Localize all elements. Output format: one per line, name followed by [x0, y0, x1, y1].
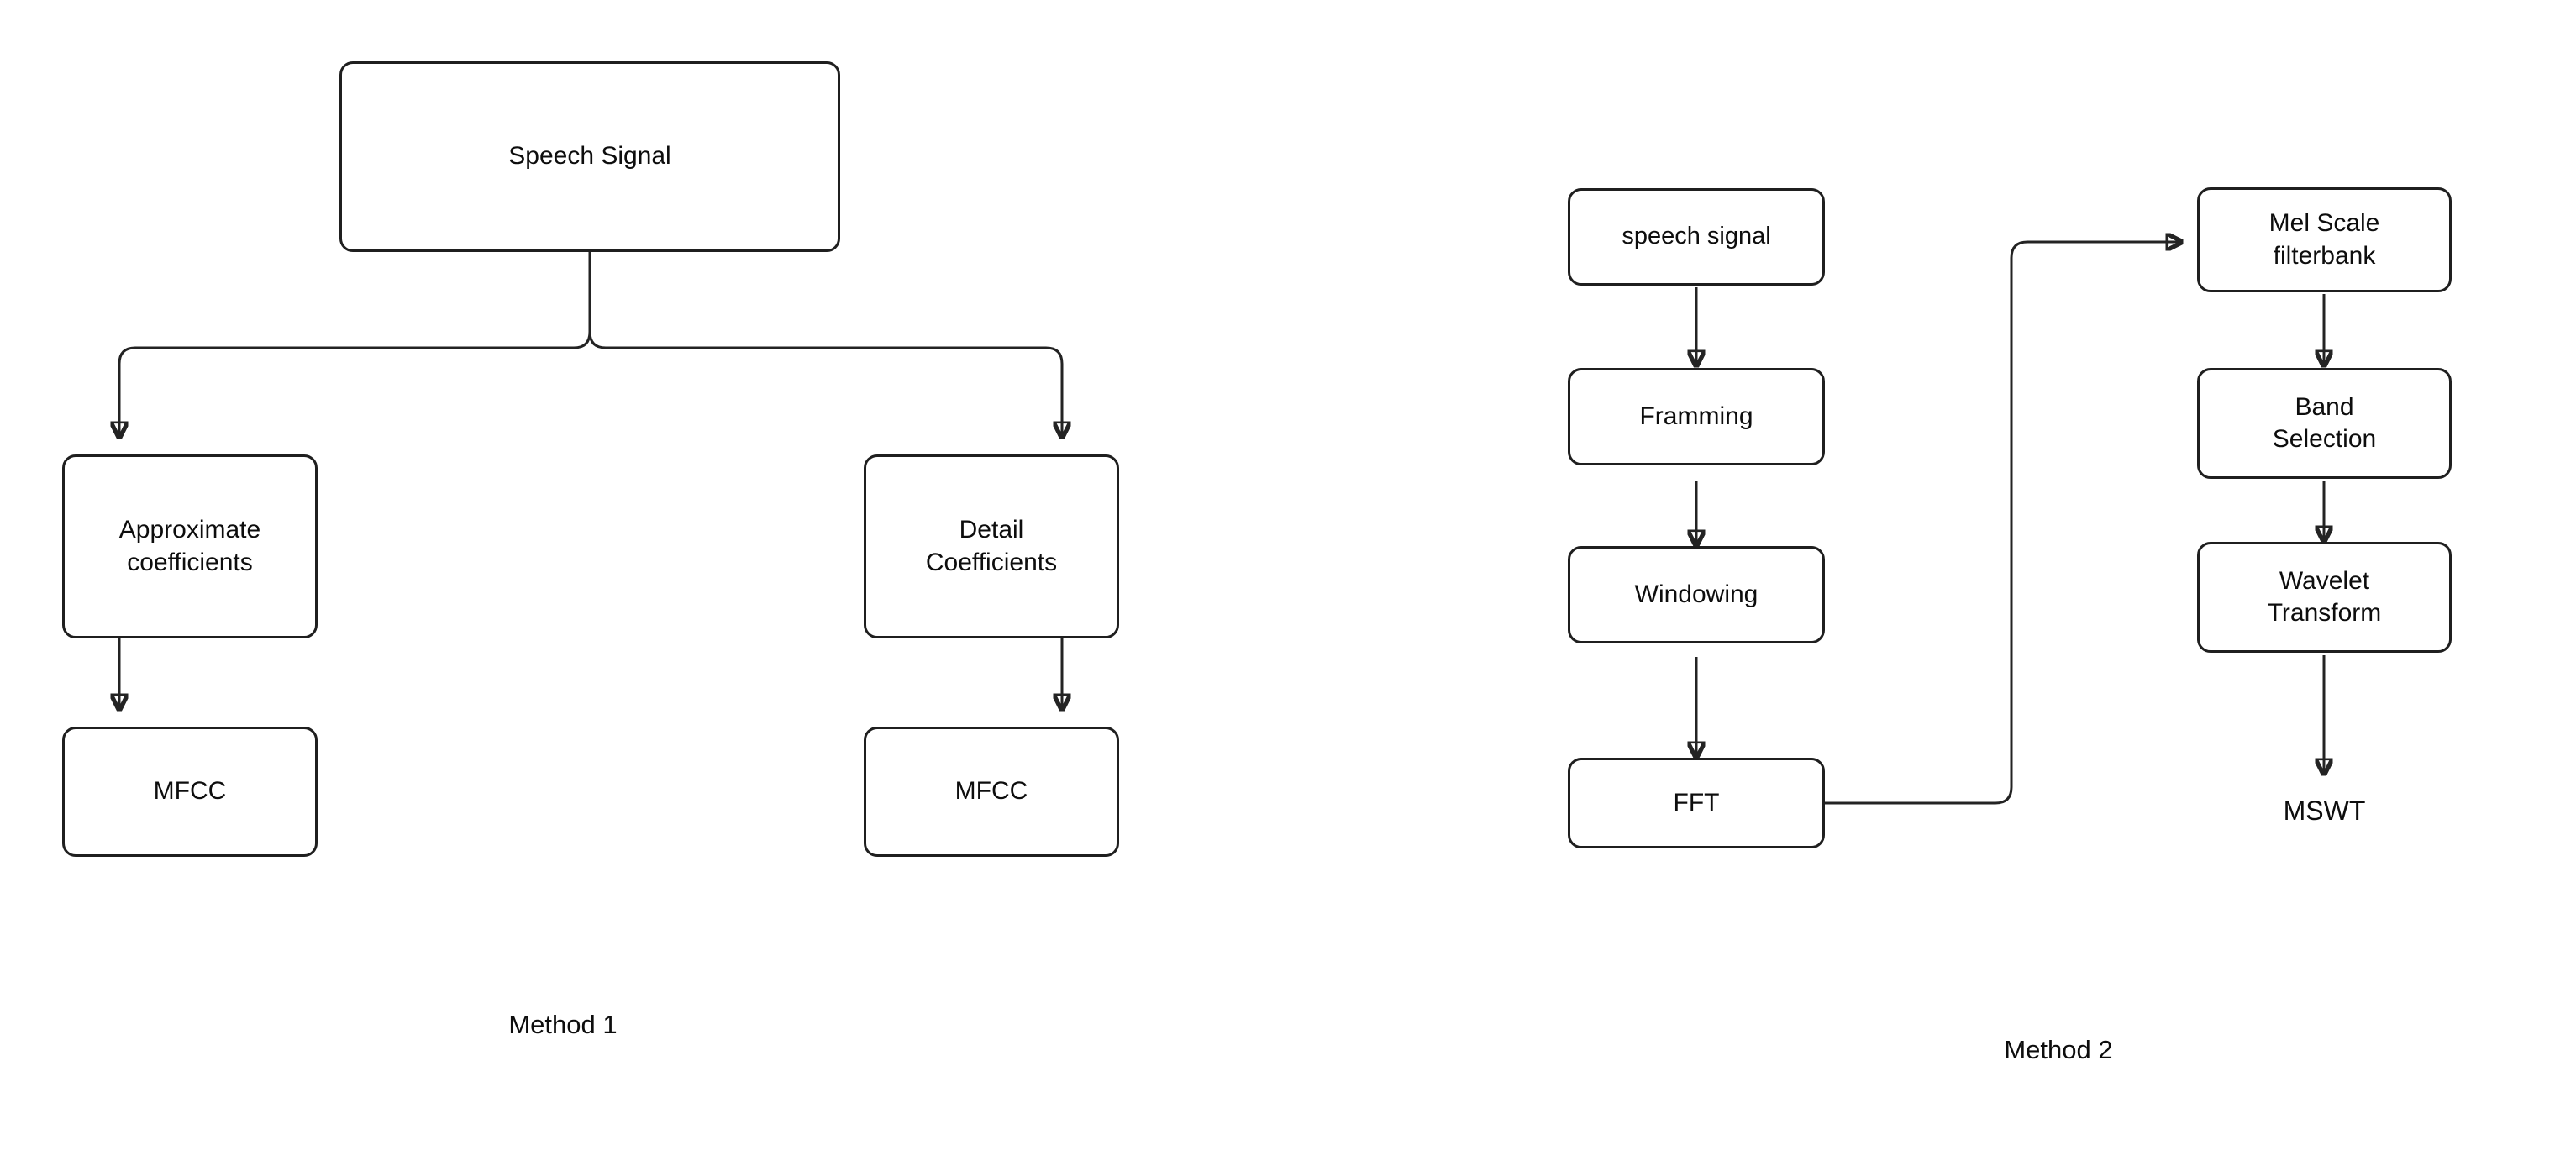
node-label: Framming — [1639, 402, 1753, 430]
node-speech-signal-method2[interactable]: speech signal — [1568, 188, 1825, 286]
node-label: Wavelet Transform — [2267, 566, 2382, 627]
edge-speech-to-fork — [119, 252, 591, 436]
node-detail-coefficients[interactable]: Detail Coefficients — [864, 454, 1119, 638]
caption-text: Method 1 — [508, 1010, 618, 1039]
node-approximate-coefficients[interactable]: Approximate coefficients — [62, 454, 318, 638]
node-fft[interactable]: FFT — [1568, 758, 1825, 848]
node-label: MFCC — [954, 777, 1028, 806]
node-label: speech signal — [1622, 223, 1771, 250]
edge-fork-right — [588, 252, 1062, 436]
caption-method-1: Method 1 — [437, 1006, 689, 1043]
node-mfcc-left[interactable]: MFCC — [62, 727, 318, 857]
caption-text: Method 2 — [2004, 1035, 2113, 1064]
node-label: Approximate coefficients — [118, 516, 261, 576]
node-label: Windowing — [1634, 580, 1759, 608]
node-mswt: MSWT — [2197, 790, 2452, 832]
node-label: MSWT — [2283, 795, 2366, 826]
node-label: Detail Coefficients — [925, 516, 1058, 576]
edge-fft-to-mel-scale — [1825, 242, 2180, 805]
node-mfcc-right[interactable]: MFCC — [864, 727, 1119, 857]
node-mel-scale-filterbank[interactable]: Mel Scale filterbank — [2197, 187, 2452, 292]
node-label: Mel Scale filterbank — [2268, 209, 2380, 270]
node-label: FFT — [1673, 788, 1720, 817]
node-wavelet-transform[interactable]: Wavelet Transform — [2197, 542, 2452, 653]
node-label: Speech Signal — [508, 142, 671, 171]
node-band-selection[interactable]: Band Selection — [2197, 368, 2452, 479]
node-windowing[interactable]: Windowing — [1568, 546, 1825, 643]
node-label: MFCC — [153, 777, 227, 806]
node-framming[interactable]: Framming — [1568, 368, 1825, 465]
caption-method-2: Method 2 — [1932, 1032, 2184, 1069]
node-speech-signal-method1[interactable]: Speech Signal — [339, 61, 840, 252]
node-label: Band Selection — [2272, 392, 2377, 453]
